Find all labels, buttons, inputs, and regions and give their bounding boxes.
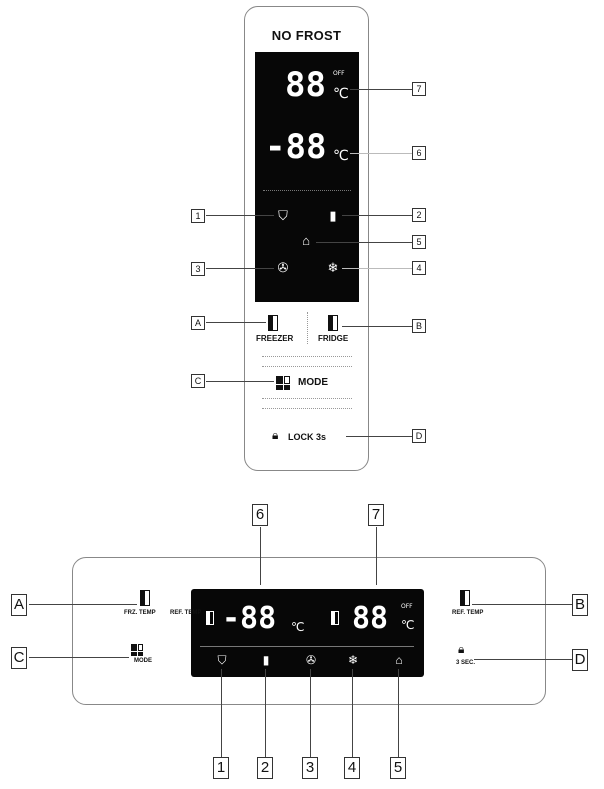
callout-line — [352, 669, 353, 757]
ref-temp-label: REF. TEMP — [170, 610, 202, 616]
lcd-divider — [200, 646, 414, 647]
celsius-unit: ℃ — [291, 620, 305, 634]
lcd-divider — [263, 190, 351, 191]
lock-icon: ⌂ — [302, 233, 310, 248]
mode-button[interactable]: MODE — [134, 658, 152, 664]
callout-line — [310, 669, 311, 757]
callout-line — [29, 657, 129, 658]
celsius-unit: ℃ — [401, 618, 415, 632]
celsius-unit: ℃ — [333, 148, 349, 164]
callout-1: 1 — [213, 757, 229, 779]
button-divider — [307, 312, 308, 344]
fridge-button-icon — [328, 315, 338, 331]
callout-D: D — [412, 429, 426, 443]
fridge-temp-readout: 88 — [352, 601, 389, 636]
callout-line — [206, 322, 266, 323]
callout-line — [206, 268, 274, 269]
callout-4: 4 — [412, 261, 426, 275]
frz-temp-button-icon — [140, 590, 150, 606]
mode-icon — [131, 644, 143, 656]
callout-4: 4 — [344, 757, 360, 779]
callout-line — [221, 669, 222, 757]
fan-icon: ✇ — [305, 653, 317, 667]
callout-1: 1 — [191, 209, 205, 223]
divider — [262, 366, 352, 367]
callout-3: 3 — [302, 757, 318, 779]
callout-C: C — [191, 374, 205, 388]
bottle-icon: ▮ — [329, 208, 337, 223]
fridge-button[interactable]: FRIDGE — [318, 334, 349, 343]
callout-5: 5 — [412, 235, 426, 249]
callout-C: C — [11, 647, 27, 669]
lock-button[interactable]: 3 SEC. — [456, 660, 476, 666]
snowflake-icon: ❄ — [327, 260, 339, 275]
callout-D: D — [572, 649, 588, 671]
callout-line — [376, 527, 377, 585]
snowflake-icon: ❄ — [347, 653, 359, 667]
divider — [262, 356, 352, 357]
freezer-temp-readout: -88 — [265, 127, 327, 167]
callout-line — [342, 268, 412, 269]
callout-line — [265, 669, 266, 757]
fridge-bar-icon — [331, 611, 339, 625]
callout-line — [350, 153, 412, 154]
callout-A: A — [191, 316, 205, 330]
lock-button[interactable]: LOCK 3s — [288, 432, 327, 442]
vertical-lcd-display — [255, 52, 359, 302]
callout-line — [206, 215, 274, 216]
horizontal-lcd-display — [191, 589, 424, 677]
shield-icon: ⛉ — [278, 208, 288, 223]
mode-button[interactable]: MODE — [298, 377, 328, 388]
fan-icon: ✇ — [277, 260, 289, 275]
callout-line — [474, 659, 572, 660]
callout-B: B — [572, 594, 588, 616]
callout-6: 6 — [252, 504, 268, 526]
divider — [262, 408, 352, 409]
callout-2: 2 — [257, 757, 273, 779]
callout-3: 3 — [191, 262, 205, 276]
callout-A: A — [11, 594, 27, 616]
off-indicator: OFF — [401, 603, 413, 610]
callout-5: 5 — [390, 757, 406, 779]
callout-2: 2 — [412, 208, 426, 222]
lock-icon: 🔒︎ — [458, 642, 465, 656]
callout-line — [260, 527, 261, 585]
freezer-button[interactable]: FREEZER — [256, 334, 294, 343]
callout-line — [29, 604, 137, 605]
callout-7: 7 — [368, 504, 384, 526]
mode-icon — [276, 376, 290, 390]
off-indicator: OFF — [333, 70, 345, 77]
callout-B: B — [412, 319, 426, 333]
callout-line — [398, 669, 399, 757]
celsius-unit: ℃ — [333, 86, 349, 102]
freezer-bar-icon — [206, 611, 214, 625]
ref-temp-button[interactable]: REF. TEMP — [452, 610, 484, 616]
lock-icon: ⌂ — [395, 653, 403, 667]
frz-temp-button[interactable]: FRZ. TEMP — [124, 610, 156, 616]
callout-7: 7 — [412, 82, 426, 96]
divider — [262, 398, 352, 399]
freezer-button-icon — [268, 315, 278, 331]
callout-line — [342, 326, 412, 327]
callout-line — [346, 436, 412, 437]
callout-line — [206, 381, 274, 382]
ref-temp-button-icon — [460, 590, 470, 606]
brand-label: NO FROST — [271, 28, 342, 43]
freezer-temp-readout: -88 — [222, 601, 277, 636]
callout-line — [350, 89, 412, 90]
callout-line — [472, 604, 572, 605]
fridge-temp-readout: 88 — [285, 65, 326, 105]
bottle-icon: ▮ — [262, 653, 270, 667]
callout-6: 6 — [412, 146, 426, 160]
lock-icon: 🔒︎ — [272, 428, 279, 442]
callout-line — [342, 215, 412, 216]
shield-icon: ⛉ — [217, 653, 227, 667]
callout-line — [316, 242, 412, 243]
